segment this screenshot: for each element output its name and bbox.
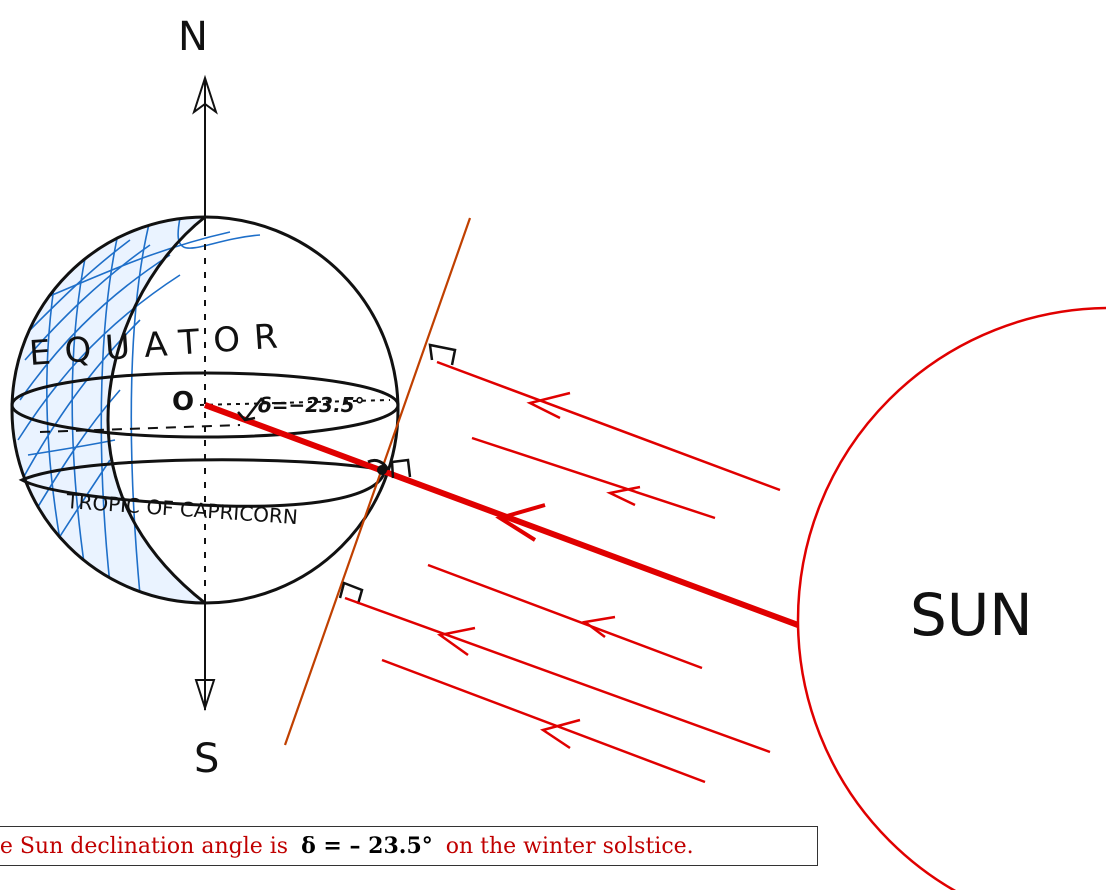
ray-4 — [427, 563, 703, 670]
central-ray — [203, 402, 800, 628]
center-label: O — [172, 387, 194, 417]
tropic-ellipse — [18, 458, 387, 508]
tangent-line — [283, 217, 472, 746]
north-arrow-icon — [192, 74, 218, 115]
south-arrow-icon — [194, 679, 216, 712]
declination-arrow-icon — [237, 397, 263, 422]
ray-1-arrow-icon — [526, 391, 571, 420]
tangent-arc — [367, 458, 390, 471]
sun-outline — [796, 306, 1106, 890]
north-label: N — [178, 14, 208, 60]
ray-2-arrow-icon — [606, 485, 641, 507]
sun-rays — [344, 360, 781, 784]
caption-equation: δ = – 23.5° — [301, 833, 433, 859]
declination-label: δ=−23.5° — [258, 393, 365, 417]
tangent-point — [377, 465, 387, 475]
sun-label: SUN — [910, 581, 1033, 649]
ray-4-arrow-icon — [581, 615, 616, 638]
south-label: S — [194, 736, 219, 782]
caption-box: The Sun declination angle is δ = – 23.5°… — [0, 826, 818, 866]
center-hline — [39, 424, 241, 433]
ray-5-arrow-icon — [540, 718, 581, 750]
right-angle-mark-bottom — [338, 581, 364, 605]
ray-1 — [436, 360, 781, 492]
terminator-curve — [106, 215, 206, 605]
ray-3-arrow-icon — [436, 626, 476, 657]
ray-2 — [471, 436, 716, 520]
ray-5 — [381, 658, 706, 784]
central-ray-arrow-icon — [495, 503, 546, 542]
right-angle-mark-top — [428, 343, 457, 366]
ray-3 — [344, 596, 771, 754]
right-angle-mark-mid — [390, 458, 412, 479]
caption-suffix: on the winter solstice. — [445, 834, 694, 859]
caption-prefix: The Sun declination angle is — [0, 834, 289, 859]
